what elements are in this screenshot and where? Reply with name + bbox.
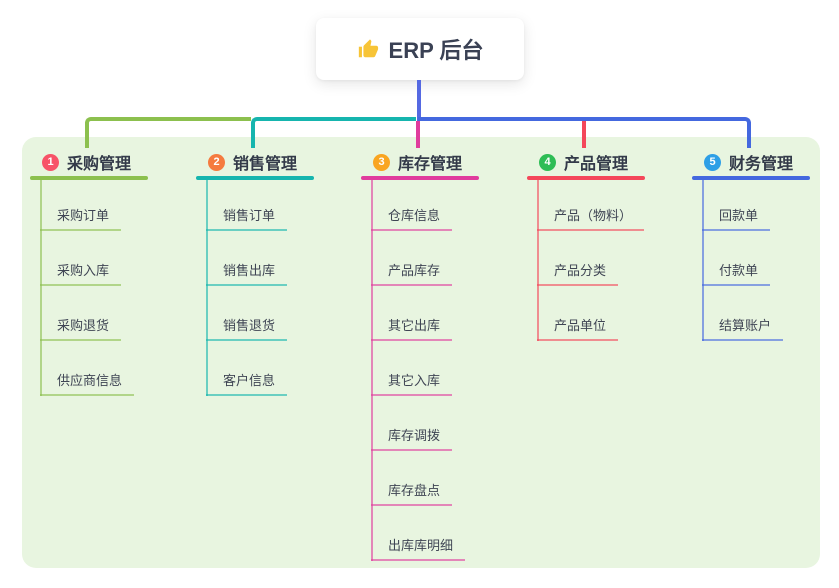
child-item[interactable]: 库存盘点 <box>371 479 453 506</box>
branch-underline <box>30 176 148 180</box>
child-item[interactable]: 采购订单 <box>40 204 122 231</box>
child-item[interactable]: 客户信息 <box>206 369 288 396</box>
branch-label: 产品管理 <box>564 156 629 173</box>
branch-node-5[interactable]: 5 财务管理 <box>704 150 793 174</box>
child-item[interactable]: 产品分类 <box>537 259 619 286</box>
connector-elbow-branch-2 <box>251 117 416 148</box>
connector-elbow-branch-1 <box>85 117 251 148</box>
connector-root-stem <box>417 80 421 121</box>
branch-trunk-line <box>702 180 704 341</box>
branch-trunk-line <box>537 180 539 341</box>
child-item[interactable]: 采购入库 <box>40 259 122 286</box>
branch-trunk-line <box>206 180 208 396</box>
branch-underline <box>361 176 479 180</box>
child-item[interactable]: 销售出库 <box>206 259 288 286</box>
connector-drop-branch-4 <box>582 121 586 148</box>
child-item[interactable]: 回款单 <box>702 204 771 231</box>
thumbs-up-icon <box>358 39 378 58</box>
child-item[interactable]: 销售订单 <box>206 204 288 231</box>
child-item[interactable]: 出库库明细 <box>371 534 466 561</box>
branch-underline <box>527 176 645 180</box>
root-label: ERP 后台 <box>388 38 484 63</box>
connector-elbow-branch-5 <box>418 117 751 148</box>
branch-number-badge: 4 <box>539 153 556 171</box>
branch-number-badge: 1 <box>42 153 59 171</box>
child-item[interactable]: 其它出库 <box>371 314 453 341</box>
branch-underline <box>196 176 314 180</box>
child-item[interactable]: 采购退货 <box>40 314 122 341</box>
branch-label: 采购管理 <box>67 156 132 173</box>
branch-trunk-line <box>371 180 373 561</box>
branches-panel <box>22 137 820 568</box>
connector-drop-branch-3 <box>416 121 420 148</box>
child-item[interactable]: 销售退货 <box>206 314 288 341</box>
child-item[interactable]: 仓库信息 <box>371 204 453 231</box>
branch-number-badge: 5 <box>704 153 721 171</box>
child-item[interactable]: 供应商信息 <box>40 369 135 396</box>
branch-node-3[interactable]: 3 库存管理 <box>373 150 462 174</box>
branch-label: 销售管理 <box>233 156 298 173</box>
child-item[interactable]: 库存调拨 <box>371 424 453 451</box>
branch-node-2[interactable]: 2 销售管理 <box>208 150 297 174</box>
branch-label: 库存管理 <box>398 156 463 173</box>
child-item[interactable]: 产品单位 <box>537 314 619 341</box>
child-item[interactable]: 产品（物料） <box>537 204 645 231</box>
branch-label: 财务管理 <box>729 156 794 173</box>
branch-underline <box>692 176 810 180</box>
root-node[interactable]: ERP 后台 <box>316 18 524 80</box>
branch-node-1[interactable]: 1 采购管理 <box>42 150 131 174</box>
branch-number-badge: 2 <box>208 153 225 171</box>
branch-number-badge: 3 <box>373 153 390 171</box>
branch-node-4[interactable]: 4 产品管理 <box>539 150 628 174</box>
child-item[interactable]: 其它入库 <box>371 369 453 396</box>
child-item[interactable]: 产品库存 <box>371 259 453 286</box>
child-item[interactable]: 结算账户 <box>702 314 784 341</box>
branch-trunk-line <box>40 180 42 396</box>
child-item[interactable]: 付款单 <box>702 259 771 286</box>
